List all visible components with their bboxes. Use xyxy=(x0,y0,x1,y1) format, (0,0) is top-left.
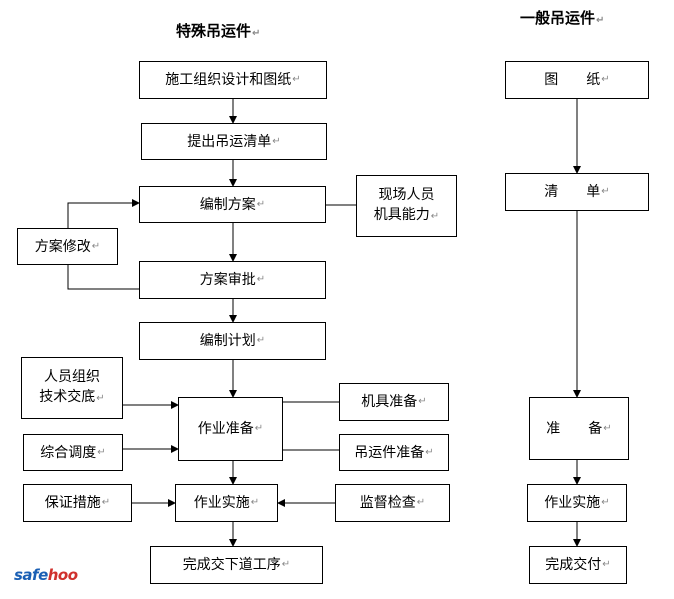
safeguard-measures-box: 保证措施↵ xyxy=(23,484,132,522)
general-prep-box: 准 备↵ xyxy=(529,397,629,460)
plan-revision-box: 方案修改↵ xyxy=(17,228,118,265)
staff-briefing-box: 人员组织 技术交底↵ xyxy=(21,357,123,419)
supervision-box: 监督检查↵ xyxy=(335,484,450,522)
general-handover-box: 完成交付↵ xyxy=(529,546,627,584)
design-drawings-box: 施工组织设计和图纸↵ xyxy=(139,61,327,99)
dispatch-box: 综合调度↵ xyxy=(23,434,123,471)
handover-box: 完成交下道工序↵ xyxy=(150,546,323,584)
general-drawing-box: 图 纸↵ xyxy=(505,61,649,99)
site-capability-box: 现场人员 机具能力↵ xyxy=(356,175,457,237)
general-execution-box: 作业实施↵ xyxy=(527,484,627,522)
lift-item-prep-box: 吊运件准备↵ xyxy=(339,434,449,471)
work-prep-box: 作业准备↵ xyxy=(178,397,283,461)
plan-approval-box: 方案审批↵ xyxy=(139,261,326,299)
plan-box: 编制方案↵ xyxy=(139,186,326,223)
schedule-box: 编制计划↵ xyxy=(139,322,326,360)
general-lift-title: 一般吊运件↵ xyxy=(520,9,605,27)
lift-list-box: 提出吊运清单↵ xyxy=(141,123,327,160)
general-list-box: 清 单↵ xyxy=(505,173,649,211)
special-lift-title: 特殊吊运件↵ xyxy=(176,22,261,40)
equipment-prep-box: 机具准备↵ xyxy=(339,383,449,421)
safehoo-watermark-logo: safehoo xyxy=(14,566,78,584)
work-execution-box: 作业实施↵ xyxy=(175,484,278,522)
